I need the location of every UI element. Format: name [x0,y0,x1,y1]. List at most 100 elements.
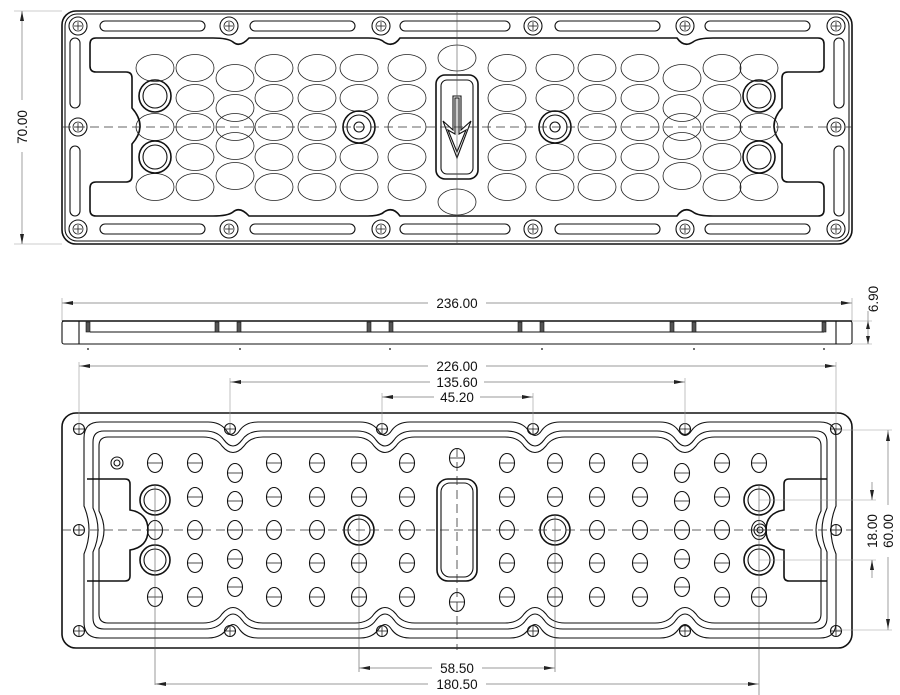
lens-ellipse [620,54,660,82]
bottom-hole [713,486,731,508]
boss-right-lower-inner [746,144,772,170]
edge-slot [704,223,811,235]
lens-ellipse [387,54,427,82]
bottom-hole [398,586,416,608]
dim-60.00: 60.00 [836,429,896,631]
bottom-inner-cavity [98,436,822,624]
lens-ellipse [175,54,215,82]
lens-ellipse [620,143,660,171]
dim-18.00: 18.00 [759,482,880,578]
dim-226: 226.00 [78,357,837,428]
lens-ellipse [135,54,175,82]
lens-ellipse [254,54,294,82]
bottom-hole [186,552,204,574]
mounting-hole-icon [219,16,239,36]
lens-ellipse [662,162,702,190]
bottom-hole [308,586,326,608]
dim-45.20: 45.20 [381,388,534,428]
side-hole-marker [239,348,241,350]
bottom-view: 226.00 135.60 45.20 58.50 [61,357,896,695]
mounting-hole-icon [678,624,692,638]
lens-ellipse [487,84,527,112]
lens-ellipse [739,54,779,82]
dim-6.90-arrow-bottom [866,336,870,344]
bottom-hole [546,486,564,508]
mounting-hole-inner [72,20,84,32]
edge-slot [554,20,661,32]
mounting-hole-icon [219,219,239,239]
side-rib [517,321,523,333]
boss-left-upper [138,79,172,113]
dim-6.90-arrow-top [866,321,870,329]
boss-left-upper-inner [142,83,168,109]
side-rib [85,321,91,333]
mounting-hole-inner [223,20,235,32]
edge-slot [833,37,845,109]
top-lens-array [135,44,779,216]
side-hole-marker [541,348,543,350]
mounting-hole-icon [826,219,846,239]
dim-height-top-label: 70.00 [15,110,30,144]
bottom-hole [398,552,416,574]
bottom-hole [226,576,244,598]
bottom-hole [713,586,731,608]
bottom-hole [631,519,649,541]
direction-arrow-icon [442,95,472,160]
bottom-gasket-groove-mid [92,430,828,630]
lens-ellipse [215,132,255,160]
bottom-hole [226,490,244,512]
edge-slot [69,145,81,217]
dim-236-arrow-right [841,301,851,305]
bottom-hole [186,452,204,474]
dim-hole-span-mid-label: 135.60 [436,375,477,390]
side-hole-marker [693,348,695,350]
bottom-hole [673,462,691,484]
bottom-hole [226,519,244,541]
small-pin-left-inner [113,459,121,467]
bottom-hole [713,452,731,474]
lens-ellipse [339,54,379,82]
lens-ellipse [215,64,255,92]
side-hole-marker [87,348,89,350]
edge-slot [249,20,356,32]
dim-boss-spacing-label: 18.00 [865,514,880,548]
dim-135.60: 135.60 [229,373,686,428]
bottom-hole [186,586,204,608]
dim-70-arrow-bottom [20,234,24,244]
boss-right-lower [742,140,776,174]
bottom-hole [350,452,368,474]
bottom-hole [588,552,606,574]
mounting-hole-inner [223,223,235,235]
side-hole-marker [823,348,825,350]
mounting-hole-icon [72,624,86,638]
bottom-hole [631,586,649,608]
side-hole-marker [389,348,391,350]
lens-ellipse [254,84,294,112]
lens-ellipse [702,143,742,171]
mounting-hole-icon [675,16,695,36]
dim-overall-length-label: 236.00 [436,296,477,311]
bottom-hole [673,548,691,570]
lens-ellipse [662,64,702,92]
dim-thickness-label: 6.90 [866,286,881,312]
bottom-hole [673,519,691,541]
lens-ellipse [577,173,617,201]
lens-ellipse [577,84,617,112]
mounting-hole-inner [679,223,691,235]
bottom-hole [631,486,649,508]
bottom-hole [750,452,768,474]
mounting-hole-icon [371,16,391,36]
bottom-hole [265,486,283,508]
lens-ellipse [535,54,575,82]
dim-180.50: 180.50 [155,676,759,693]
lens-ellipse [535,173,575,201]
lens-ellipse [662,94,702,122]
bottom-hole [308,452,326,474]
bottom-hole [226,462,244,484]
lens-ellipse [339,84,379,112]
bottom-hole [398,486,416,508]
mounting-hole-inner [375,223,387,235]
bottom-hole [631,552,649,574]
bottom-hole [588,486,606,508]
